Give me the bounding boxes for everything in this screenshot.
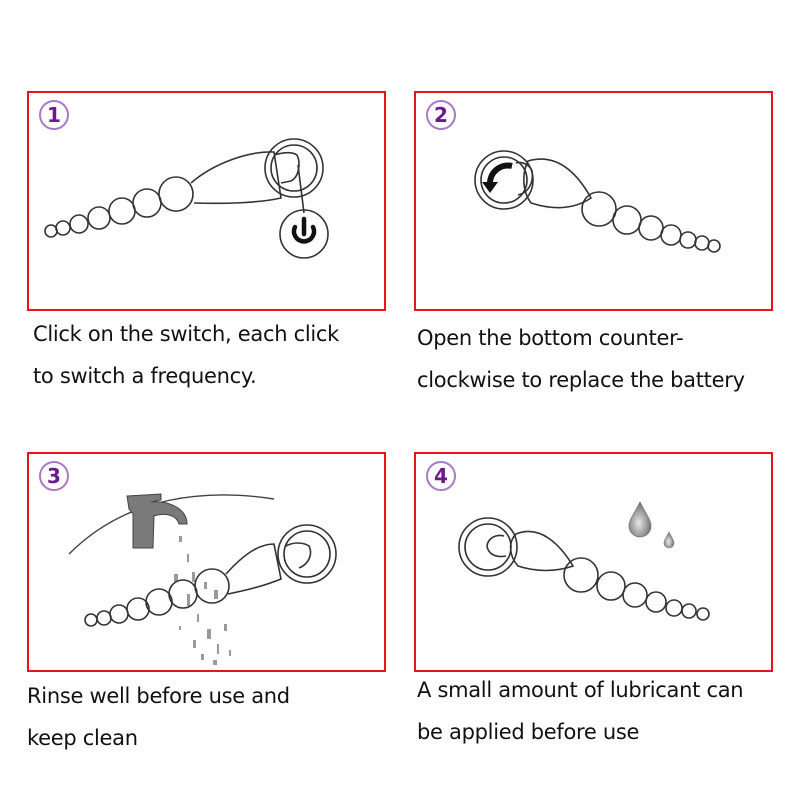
step-4-caption: A small amount of lubricant can be appli… [417,669,744,753]
caption-line: be applied before use [417,720,640,744]
step-1-caption: Click on the switch, each click to switc… [33,313,339,397]
step-1-panel: 1 [27,91,386,311]
step-4-panel: 4 [414,452,773,672]
step-3-caption: Rinse well before use and keep clean [27,675,290,759]
caption-line: Rinse well before use and [27,684,290,708]
caption-line: keep clean [27,726,138,750]
caption-line: to switch a frequency. [33,364,257,388]
bead-toy-illustration [474,150,721,253]
bead-toy-illustration [84,524,337,627]
step-number-badge: 2 [426,100,456,130]
step-number-badge: 4 [426,461,456,491]
caption-line: clockwise to replace the battery [417,368,745,392]
step-2-caption: Open the bottom counter- clockwise to re… [417,317,745,401]
faucet-icon [68,493,275,555]
water-splash-icon [174,536,231,665]
step-3-panel: 3 [27,452,386,672]
step-number-badge: 1 [39,100,69,130]
bead-toy-illustration [458,517,710,621]
step-2-panel: 2 [414,91,773,311]
water-drop-icon [628,501,675,549]
step-number-badge: 3 [39,461,69,491]
caption-line: Open the bottom counter- [417,326,684,350]
caption-line: Click on the switch, each click [33,322,340,346]
caption-line: A small amount of lubricant can [417,678,744,702]
bead-toy-illustration [44,138,329,259]
